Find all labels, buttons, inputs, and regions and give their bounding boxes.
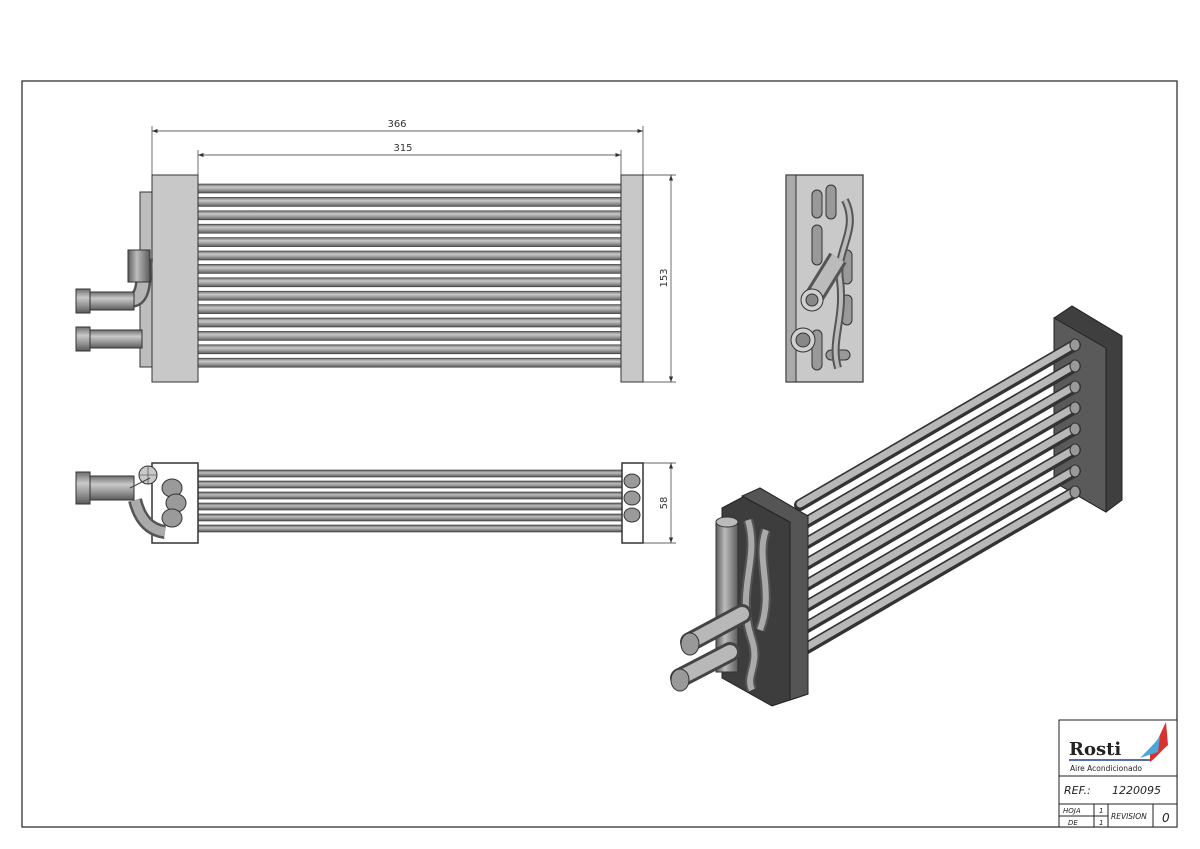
front-view: 366 315 153 xyxy=(75,119,676,383)
front-tube xyxy=(197,331,622,341)
top-view-tubes xyxy=(197,469,623,533)
ref-value: 1220095 xyxy=(1112,784,1161,797)
front-tube xyxy=(197,197,622,207)
logo-subtitle: Aire Acondicionado xyxy=(1070,764,1142,773)
front-right-header xyxy=(620,174,644,383)
front-tube xyxy=(197,250,622,261)
dim-depth: 58 xyxy=(659,497,670,510)
iso-tube-end xyxy=(1069,338,1081,352)
de-value: 1 xyxy=(1099,819,1103,827)
top-inlet-pipe xyxy=(75,471,151,505)
front-inlet-pipes xyxy=(75,249,153,352)
front-tube xyxy=(197,264,622,274)
iso-tube-highlight xyxy=(796,466,1079,634)
top-tube xyxy=(197,524,623,533)
iso-tube-end xyxy=(1069,359,1081,373)
top-tube xyxy=(197,469,623,478)
iso-tube-highlight xyxy=(796,487,1079,655)
iso-tube-end xyxy=(1069,422,1081,436)
front-tube xyxy=(197,290,622,301)
top-left-bracket xyxy=(151,462,199,544)
front-tube xyxy=(197,183,622,194)
front-tube xyxy=(197,304,622,314)
rosti-logo: Rosti Aire Acondicionado xyxy=(1069,722,1168,773)
de-label: DE xyxy=(1068,819,1078,827)
dim-height: 153 xyxy=(659,268,670,287)
iso-tube-end xyxy=(1069,443,1081,457)
front-tube xyxy=(197,277,622,288)
dim-tube-length: 315 xyxy=(393,143,412,154)
top-tube xyxy=(197,480,623,489)
top-view: 58 xyxy=(75,462,676,544)
revision-value: 0 xyxy=(1162,811,1170,825)
iso-tube-end xyxy=(1069,401,1081,415)
iso-tube-highlight xyxy=(796,340,1079,508)
top-right-return-bends xyxy=(623,473,641,523)
front-tube xyxy=(197,317,622,328)
iso-tube-highlight xyxy=(796,403,1079,571)
front-tube xyxy=(197,223,622,234)
top-tube xyxy=(197,513,623,522)
front-tube xyxy=(197,344,622,355)
front-tube xyxy=(197,210,622,221)
iso-tubes xyxy=(794,338,1081,658)
iso-tube-end xyxy=(1069,464,1081,478)
front-left-header xyxy=(151,174,199,383)
ref-label: REF.: xyxy=(1064,784,1091,797)
front-tube xyxy=(197,357,622,368)
side-inlet-fittings xyxy=(790,252,847,353)
side-view xyxy=(785,174,864,383)
top-left-return-bends xyxy=(128,465,187,539)
iso-tube-end xyxy=(1069,485,1081,499)
revision-label: REVISION xyxy=(1111,812,1147,821)
top-tube xyxy=(197,491,623,500)
hoja-value: 1 xyxy=(1099,807,1103,815)
iso-inlet-assembly xyxy=(670,516,771,693)
title-block: Rosti Aire Acondicionado REF.: 1220095 H… xyxy=(1058,719,1178,828)
front-view-tubes xyxy=(197,183,622,368)
sheet-border xyxy=(21,80,1178,828)
iso-tube-highlight xyxy=(796,424,1079,592)
dim-overall-length: 366 xyxy=(387,119,406,130)
iso-tube-highlight xyxy=(796,382,1079,550)
front-tube xyxy=(197,237,622,247)
side-flange xyxy=(785,174,797,383)
iso-tube-highlight xyxy=(796,445,1079,613)
iso-tube-end xyxy=(1069,380,1081,394)
iso-tube-highlight xyxy=(796,361,1079,529)
isometric-view xyxy=(670,305,1123,707)
hoja-label: HOJA xyxy=(1063,807,1081,815)
top-tube xyxy=(197,502,623,511)
top-right-bracket xyxy=(621,462,644,544)
logo-text: Rosti xyxy=(1069,739,1121,760)
